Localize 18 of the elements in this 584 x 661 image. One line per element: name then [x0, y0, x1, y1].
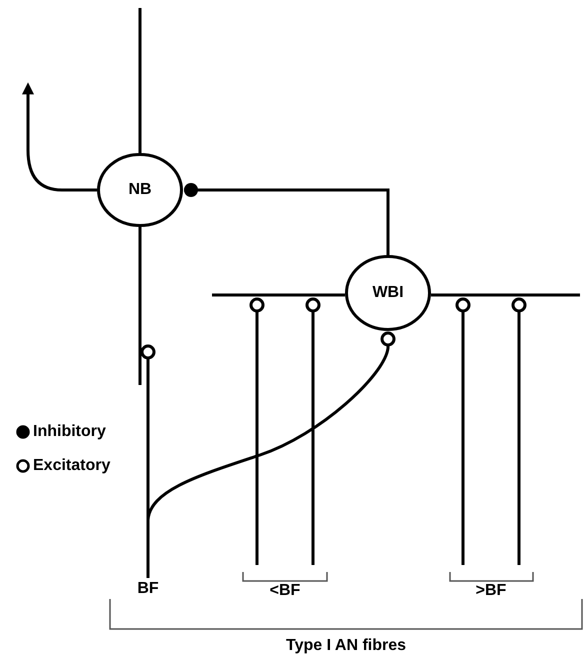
group-label: Type I AN fibres: [284, 636, 408, 656]
fibre-group-label: <BF: [268, 581, 302, 601]
neuron-drawing: [97, 153, 183, 385]
neuron-label: WBI: [372, 283, 404, 303]
fibre-line: [146, 332, 396, 578]
fibre-line: [512, 298, 526, 565]
fibre-group-label: >BF: [474, 581, 508, 601]
neuron-drawing: [212, 255, 580, 331]
fibre-line: [306, 298, 320, 565]
fibre-line: [456, 298, 470, 565]
fibre-line: [250, 298, 264, 565]
fibre-line: [138, 8, 142, 153]
fibre-line: [184, 183, 390, 255]
legend-label: Inhibitory: [33, 422, 106, 442]
fibre-label: BF: [128, 578, 168, 600]
neuron-label: NB: [128, 180, 152, 200]
legend-label: Excitatory: [33, 456, 110, 476]
arrow: [22, 82, 97, 192]
